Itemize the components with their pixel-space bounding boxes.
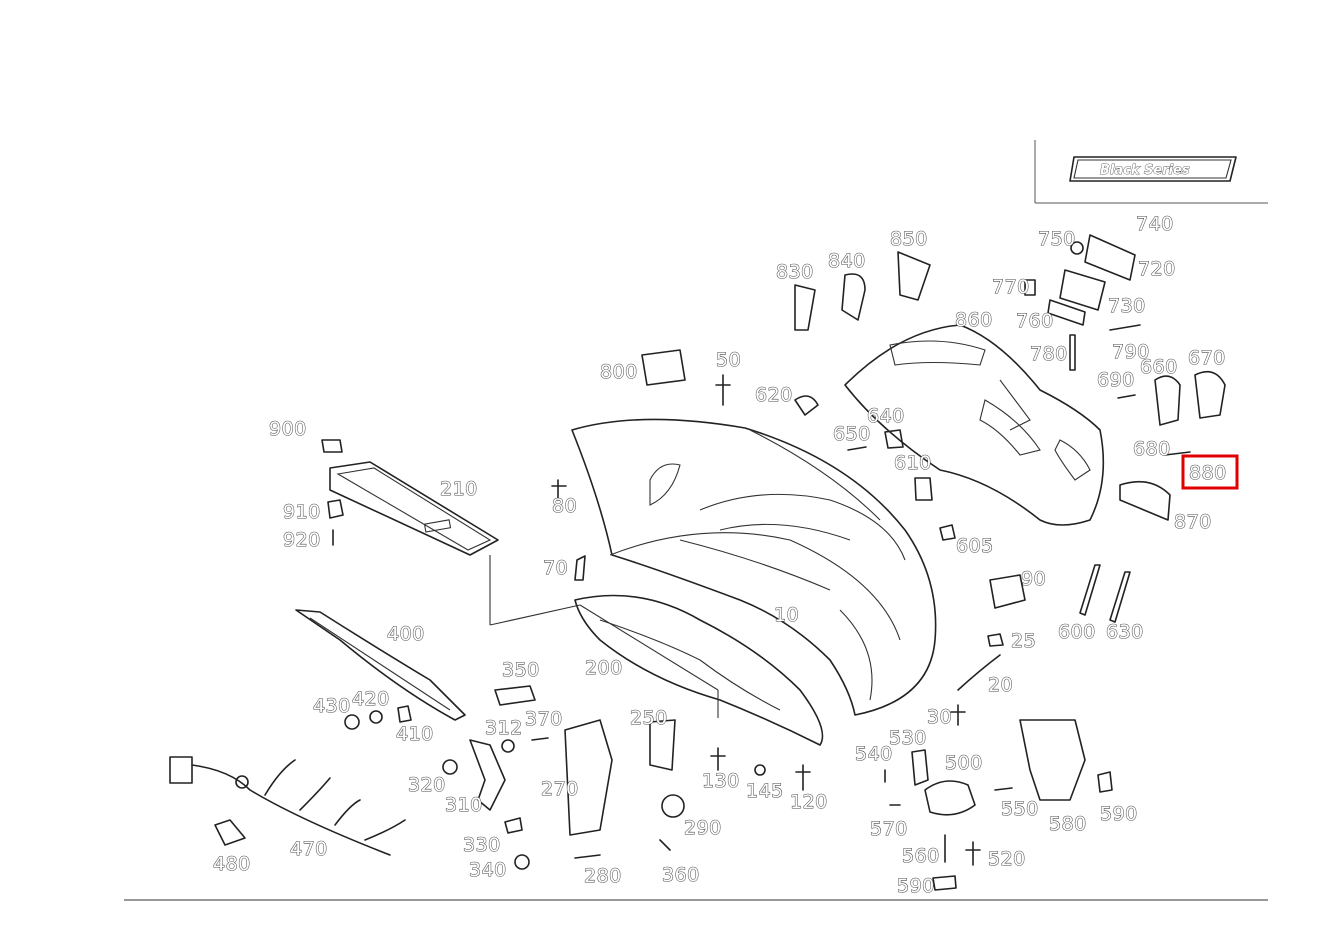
part-label-550[interactable]: 550 <box>1000 797 1039 820</box>
part-label-620[interactable]: 620 <box>754 383 793 406</box>
part-label-280[interactable]: 280 <box>583 864 622 887</box>
part-label-90[interactable]: 90 <box>1020 567 1046 590</box>
part-label-600[interactable]: 600 <box>1057 620 1096 643</box>
part-label-605[interactable]: 605 <box>955 534 994 557</box>
part-label-580[interactable]: 580 <box>1048 812 1087 835</box>
part-label-780[interactable]: 780 <box>1029 342 1068 365</box>
part-label-680[interactable]: 680 <box>1132 437 1171 460</box>
part-label-740[interactable]: 740 <box>1135 212 1174 235</box>
part-label-540[interactable]: 540 <box>854 742 893 765</box>
part-label-290[interactable]: 290 <box>683 816 722 839</box>
part-label-410[interactable]: 410 <box>395 722 434 745</box>
part-label-250[interactable]: 250 <box>629 706 668 729</box>
part-label-720[interactable]: 720 <box>1137 257 1176 280</box>
part-label-70[interactable]: 70 <box>542 556 568 579</box>
lower-diffuser <box>574 594 824 746</box>
part-label-790[interactable]: 790 <box>1111 340 1150 363</box>
part-label-470[interactable]: 470 <box>289 837 328 860</box>
leader-210b <box>489 604 581 626</box>
variant-frame <box>1034 140 1268 204</box>
part-label-320[interactable]: 320 <box>407 773 446 796</box>
part-label-400[interactable]: 400 <box>386 622 425 645</box>
highlight-box-880 <box>1181 454 1239 490</box>
part-label-880[interactable]: 880 <box>1188 461 1227 484</box>
part-label-120[interactable]: 120 <box>789 790 828 813</box>
part-label-750[interactable]: 750 <box>1037 227 1076 250</box>
part-label-910[interactable]: 910 <box>282 500 321 523</box>
part-label-560[interactable]: 560 <box>901 844 940 867</box>
part-label-500[interactable]: 500 <box>944 751 983 774</box>
impact-strip <box>295 609 466 721</box>
part-label-590[interactable]: 590 <box>1099 802 1138 825</box>
part-label-730[interactable]: 730 <box>1107 294 1146 317</box>
part-label-312[interactable]: 312 <box>484 716 523 739</box>
part-label-650[interactable]: 650 <box>832 422 871 445</box>
part-label-610[interactable]: 610 <box>893 451 932 474</box>
part-label-640[interactable]: 640 <box>866 404 905 427</box>
part-label-920[interactable]: 920 <box>282 528 321 551</box>
small-parts <box>321 234 1226 891</box>
part-label-50[interactable]: 50 <box>715 348 741 371</box>
part-label-660[interactable]: 660 <box>1139 355 1178 378</box>
part-label-760[interactable]: 760 <box>1015 309 1054 332</box>
part-label-340[interactable]: 340 <box>468 858 507 881</box>
part-label-800[interactable]: 800 <box>599 360 638 383</box>
part-label-870[interactable]: 870 <box>1173 510 1212 533</box>
part-label-10[interactable]: 10 <box>773 603 799 626</box>
part-label-420[interactable]: 420 <box>351 687 390 710</box>
part-labels: 740 750 720 850 830 840 770 730 760 860 790 780 670 6… <box>212 212 1227 897</box>
part-label-840[interactable]: 840 <box>827 249 866 272</box>
part-label-630[interactable]: 630 <box>1105 620 1144 643</box>
wiring-harness <box>169 756 406 856</box>
part-label-520[interactable]: 520 <box>987 847 1026 870</box>
part-label-270[interactable]: 270 <box>540 777 579 800</box>
part-label-30[interactable]: 30 <box>926 705 952 728</box>
bumper-cover <box>571 418 937 716</box>
part-label-210[interactable]: 210 <box>439 477 478 500</box>
part-label-530[interactable]: 530 <box>888 726 927 749</box>
part-label-770[interactable]: 770 <box>991 275 1030 298</box>
black-series-badge: Black Series <box>1069 156 1237 182</box>
part-label-330[interactable]: 330 <box>462 833 501 856</box>
part-label-370[interactable]: 370 <box>524 707 563 730</box>
part-label-80[interactable]: 80 <box>551 494 577 517</box>
part-label-590[interactable]: 590 <box>896 874 935 897</box>
part-label-310[interactable]: 310 <box>444 793 483 816</box>
rear-diffuser <box>844 324 1105 526</box>
part-label-690[interactable]: 690 <box>1096 368 1135 391</box>
clip-480 <box>214 819 246 846</box>
underbody-panel <box>329 461 499 556</box>
part-label-430[interactable]: 430 <box>312 694 351 717</box>
part-label-130[interactable]: 130 <box>701 769 740 792</box>
part-label-20[interactable]: 20 <box>987 673 1013 696</box>
part-label-25[interactable]: 25 <box>1010 629 1036 652</box>
leader-200 <box>579 604 719 691</box>
part-label-830[interactable]: 830 <box>775 260 814 283</box>
part-label-145[interactable]: 145 <box>745 779 784 802</box>
part-label-480[interactable]: 480 <box>212 852 251 875</box>
svg-text:Black Series: Black Series <box>1100 163 1190 178</box>
part-label-900[interactable]: 900 <box>268 417 307 440</box>
part-label-350[interactable]: 350 <box>501 658 540 681</box>
part-label-570[interactable]: 570 <box>869 817 908 840</box>
part-label-670[interactable]: 670 <box>1187 346 1226 369</box>
part-label-850[interactable]: 850 <box>889 227 928 250</box>
part-label-200[interactable]: 200 <box>584 656 623 679</box>
part-label-860[interactable]: 860 <box>954 308 993 331</box>
part-label-360[interactable]: 360 <box>661 863 700 886</box>
